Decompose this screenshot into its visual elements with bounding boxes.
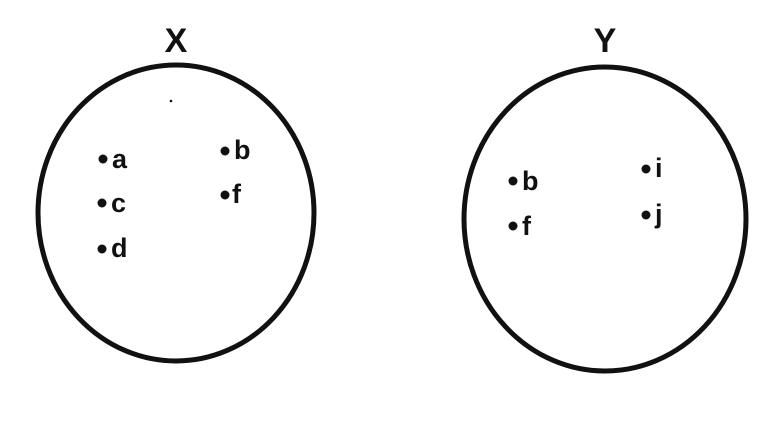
set-x-element-a: a	[98, 144, 128, 174]
set-x-title: X	[165, 22, 188, 60]
element-label: f	[522, 211, 532, 241]
element-label: b	[234, 135, 251, 165]
set-x-element-d: d	[97, 233, 128, 263]
scan-speck	[169, 99, 173, 103]
set-x: X a c d b f	[35, 22, 317, 364]
element-label: b	[522, 166, 539, 196]
set-x-element-c: c	[97, 188, 126, 218]
element-dot	[508, 221, 518, 231]
element-label: f	[232, 179, 242, 209]
set-y: Y b f i j	[461, 22, 749, 374]
set-x-element-b: b	[220, 135, 251, 165]
element-label: d	[111, 233, 128, 263]
element-dot	[508, 176, 518, 186]
set-y-element-j: j	[641, 199, 663, 229]
set-y-element-f: f	[508, 211, 532, 241]
set-x-element-f: f	[220, 179, 242, 209]
element-label: a	[112, 144, 128, 174]
element-dot	[641, 164, 651, 174]
set-y-element-b: b	[508, 166, 539, 196]
element-dot	[220, 190, 230, 200]
set-y-title: Y	[594, 22, 617, 60]
set-x-circle	[35, 62, 317, 364]
element-dot	[641, 210, 651, 220]
element-label: j	[654, 199, 663, 229]
element-dot	[220, 146, 230, 156]
element-dot	[97, 244, 107, 254]
element-label: c	[111, 188, 126, 218]
set-y-circle	[461, 64, 749, 374]
element-label: i	[655, 153, 663, 183]
element-dot	[97, 198, 107, 208]
element-dot	[98, 154, 108, 164]
set-y-element-i: i	[641, 153, 663, 183]
